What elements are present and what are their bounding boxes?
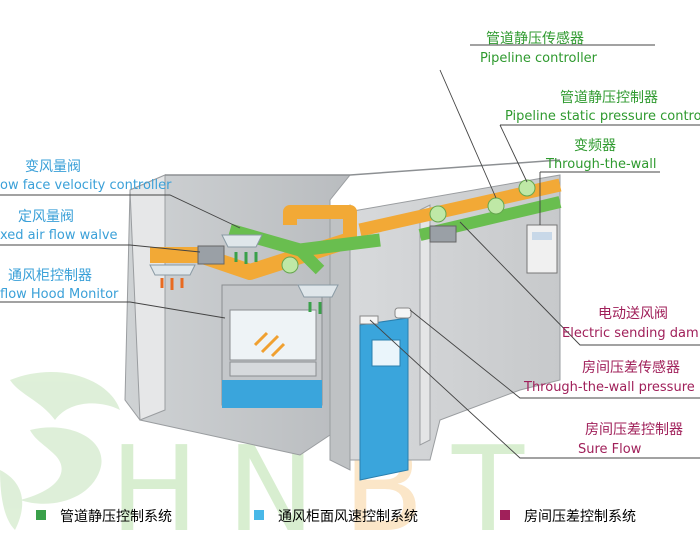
room-controller-label-zh: 房间压差控制器 [585,422,683,438]
legend-swatch-magenta [500,510,510,520]
legend-item-hood: 通风柜面风速控制系统 [254,506,418,526]
valves [197,179,536,274]
vav-label-zh: 变风量阀 [25,159,81,175]
air-diffusers [149,234,339,314]
legend-item-room: 房间压差控制系统 [500,506,636,526]
left-wall-edge [129,174,166,421]
legend-label: 管道静压控制系统 [60,509,172,525]
watermark-letter-t: T [451,420,553,558]
damper-label-en: Electric sending dam [562,326,699,341]
legend-item-pipeline: 管道静压控制系统 [36,506,172,526]
room-sensor-label-en: Through-the-wall pressure [524,380,695,395]
watermark-letter-h: H [110,420,227,558]
pipeline-controller-label-en: Pipeline static pressure contro [505,109,700,124]
fume-hood [221,284,323,408]
vfd-label-zh: 变频器 [574,138,616,154]
legend-label: 通风柜面风速控制系统 [278,509,418,525]
room-door [359,307,412,481]
pipeline-sensor-label-en: Pipeline controller [480,51,598,66]
room-controller-label-en: Sure Flow [578,442,642,457]
room-sensor-label-zh: 房间压差传感器 [582,360,680,376]
legend-swatch-green [36,510,46,520]
inner-partition [419,204,431,446]
legend-label: 房间压差控制系统 [524,509,636,525]
cav-label-en: xed air flow walve [0,228,118,243]
cav-label-zh: 定风量阀 [18,209,74,225]
hood-monitor-label-zh: 通风柜控制器 [8,268,92,284]
leader-lines [0,44,700,459]
pipeline-sensor-label-zh: 管道静压传感器 [486,31,584,47]
hood-monitor-label-en: flow Hood Monitor [0,287,119,302]
legend-swatch-blue [254,510,264,520]
vfd-label-en: Through-the-wall [546,157,657,172]
vav-label-en: ow face velocity controller [0,178,172,193]
vfd-cabinet [526,224,558,274]
pipeline-controller-label-zh: 管道静压控制器 [560,90,658,106]
damper-label-zh: 电动送风阀 [598,306,668,322]
